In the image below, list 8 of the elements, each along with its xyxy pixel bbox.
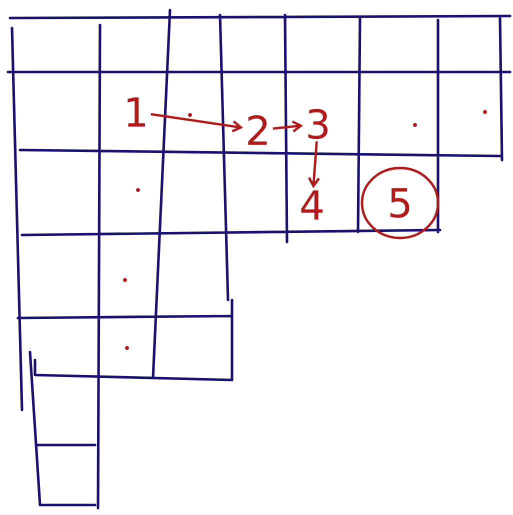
number: 4 bbox=[301, 190, 322, 220]
number: 1 bbox=[128, 97, 146, 127]
circled-number: 5 bbox=[360, 166, 440, 240]
number: 3 bbox=[308, 108, 328, 140]
arrow bbox=[308, 141, 320, 188]
arrow bbox=[272, 120, 304, 132]
arrow bbox=[150, 113, 244, 132]
number: 2 bbox=[248, 115, 267, 145]
